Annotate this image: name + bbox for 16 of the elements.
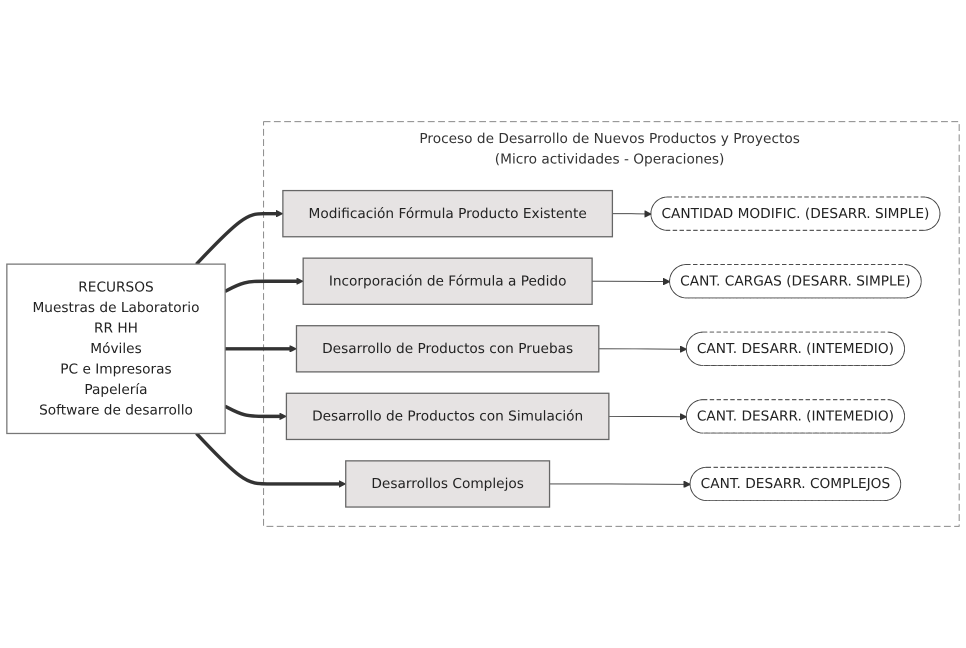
node-box: Desarrollo de Productos con Pruebas: [296, 325, 600, 373]
node-box: Desarrollos Complejos: [345, 460, 550, 508]
arrow: [592, 278, 670, 286]
arrow: [612, 210, 652, 218]
arrow: [195, 210, 284, 266]
node-box: Desarrollo de Productos con Simulación: [286, 392, 610, 440]
arrow: [549, 480, 691, 488]
arrow: [598, 345, 688, 353]
arrow: [608, 412, 688, 420]
node-box: Modificación Fórmula Producto Existente: [282, 190, 614, 238]
arrow: [195, 432, 346, 488]
arrow: [225, 345, 297, 353]
node-box: Incorporación de Fórmula a Pedido: [302, 258, 593, 305]
node-box: RECURSOS Muestras de Laboratorio RR HH Móviles PC e Impresoras Papelería Software de desarrollo: [6, 263, 226, 434]
arrow: [224, 404, 287, 420]
arrow: [224, 277, 304, 293]
